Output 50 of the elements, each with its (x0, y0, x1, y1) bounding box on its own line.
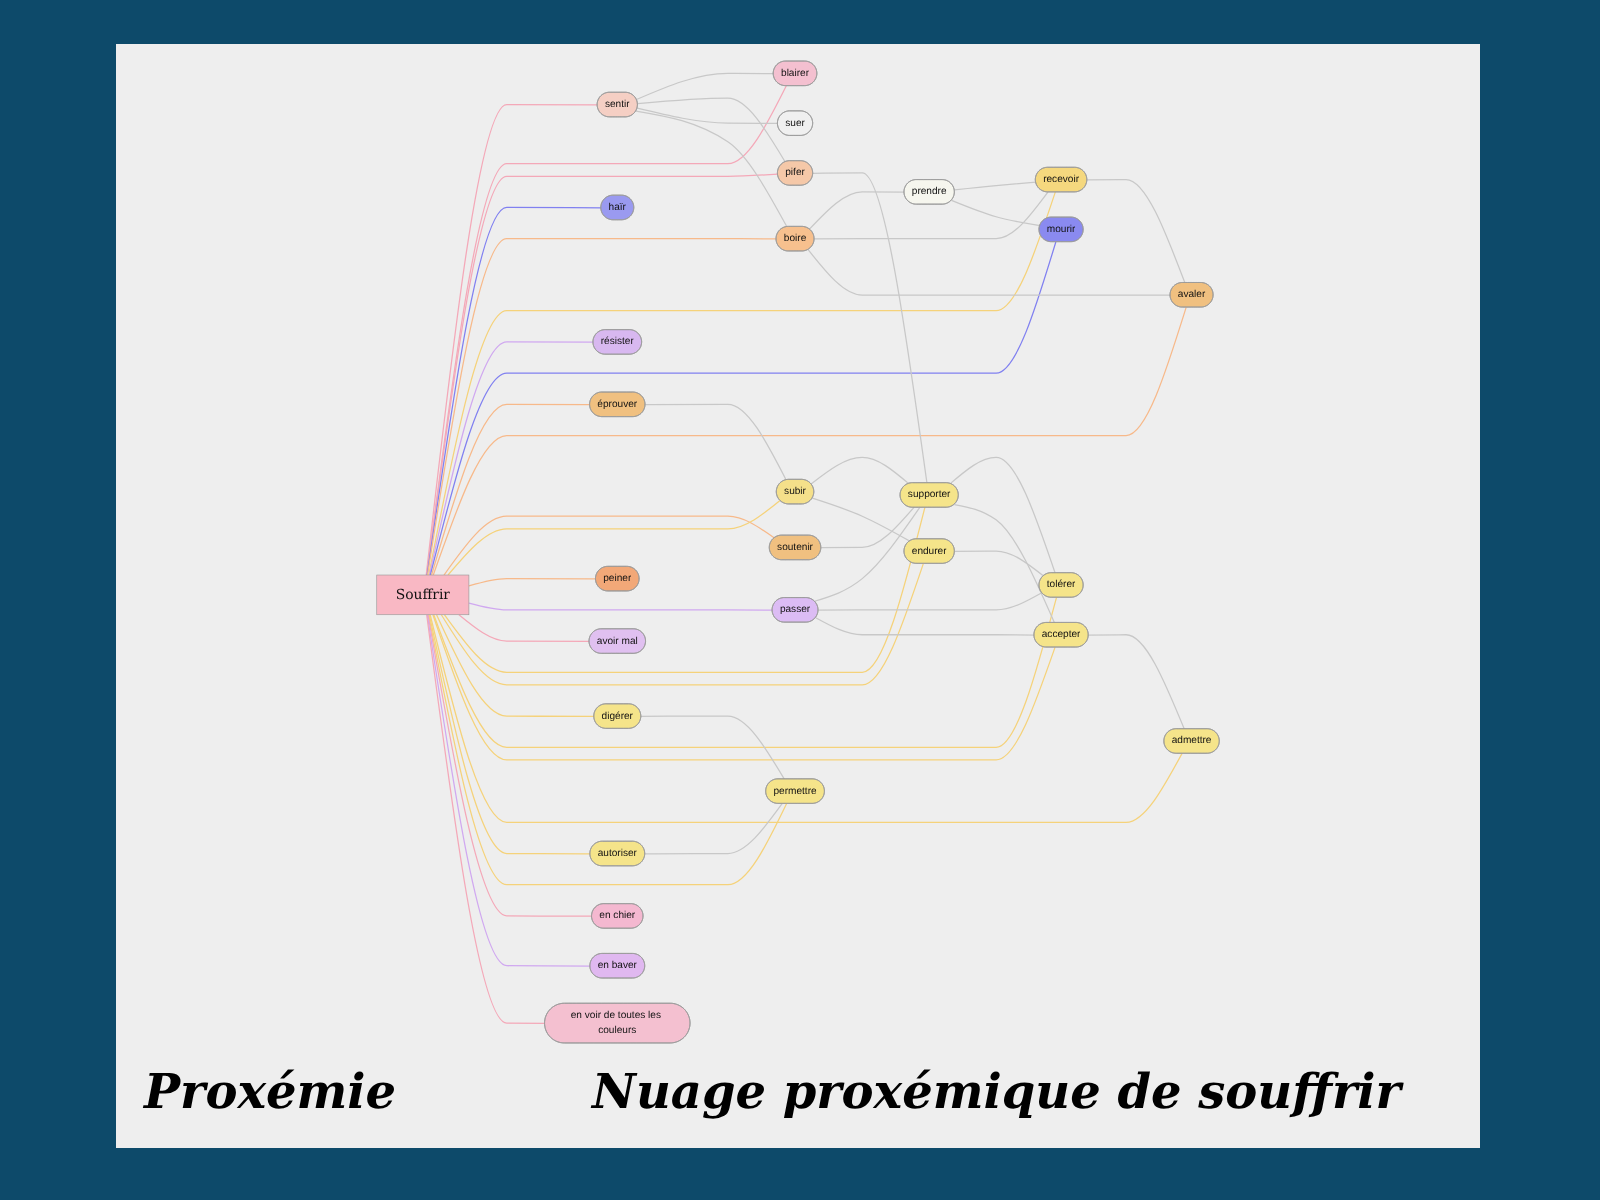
connector (428, 614, 591, 855)
connector (468, 578, 597, 587)
connector (427, 614, 788, 886)
connector (426, 173, 779, 576)
connector (458, 614, 590, 642)
connector (808, 191, 905, 230)
connector (426, 614, 591, 967)
connector (432, 614, 1056, 761)
connector (468, 602, 774, 611)
connector (429, 614, 1183, 823)
label-text: Proxémie (144, 1062, 397, 1120)
connector (443, 515, 776, 576)
connector (435, 614, 595, 717)
connector (447, 499, 781, 576)
connector (953, 181, 1037, 191)
connector (811, 497, 911, 542)
connector (428, 341, 594, 576)
connector (426, 614, 546, 1025)
connector (813, 506, 921, 602)
connector (443, 506, 926, 673)
connector (426, 238, 777, 576)
connector (953, 503, 1056, 624)
connector (433, 596, 1058, 748)
connector (817, 592, 1043, 611)
connector (427, 614, 593, 917)
connector (426, 206, 602, 576)
connector (637, 97, 786, 163)
connector (636, 107, 779, 125)
connector (426, 85, 787, 576)
connector (640, 715, 785, 780)
connector (1086, 178, 1186, 284)
connector (644, 403, 787, 481)
connector (635, 72, 775, 101)
connector (820, 506, 915, 549)
connector (954, 550, 1045, 577)
connector (807, 249, 1171, 296)
caption: Nuage proxémique de souffrir (592, 1062, 1401, 1120)
connector (1087, 634, 1185, 730)
connector (432, 306, 1187, 576)
connector (810, 456, 910, 485)
connector (949, 456, 1056, 574)
connector (635, 110, 788, 228)
connector (813, 191, 1049, 240)
connector (430, 403, 591, 576)
connector (815, 617, 1035, 636)
connector (950, 199, 1041, 227)
connector (644, 803, 783, 855)
connector (440, 563, 924, 686)
connector (812, 172, 928, 484)
connector (425, 103, 599, 576)
